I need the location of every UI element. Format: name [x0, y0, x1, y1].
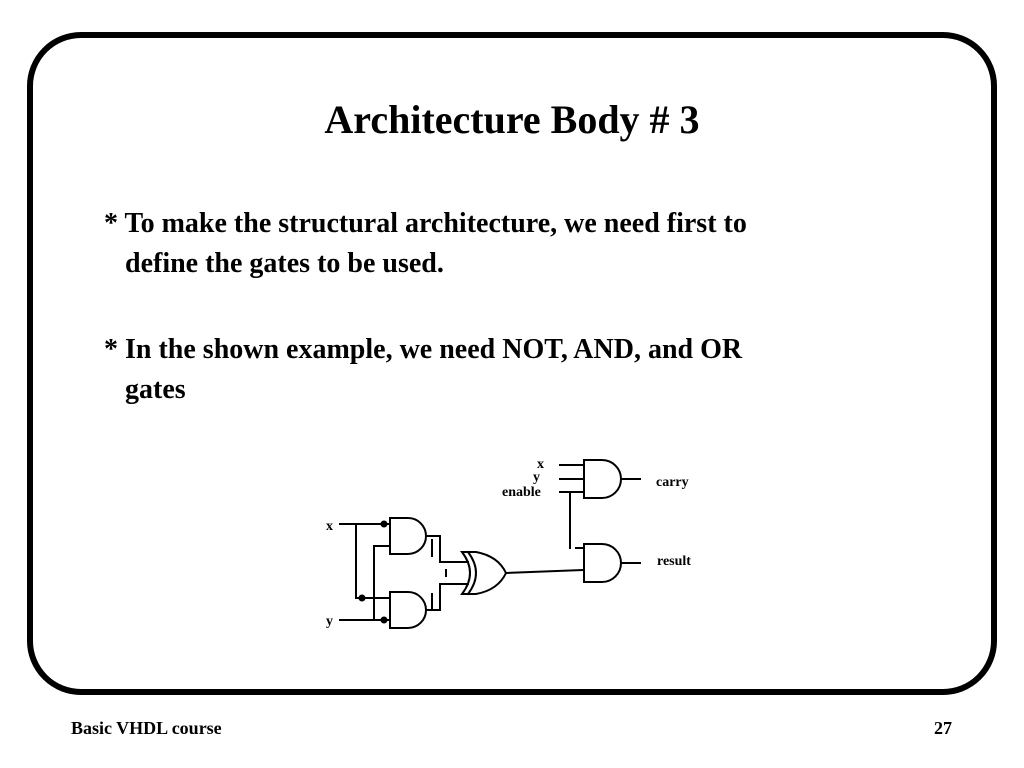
footer-course: Basic VHDL course — [71, 718, 222, 738]
logic-circuit-diagram: x y enable carry result x y — [326, 457, 691, 629]
bullet-gates-definition: * To make the structural architecture, w… — [104, 208, 747, 279]
or-gate — [459, 551, 508, 595]
label-result: result — [657, 554, 691, 569]
label-x-left: x — [326, 519, 333, 534]
label-carry: carry — [656, 475, 689, 490]
slide-title: Architecture Body # 3 — [324, 97, 700, 142]
bullet-gates-needed: * In the shown example, we need NOT, AND… — [104, 334, 743, 405]
label-enable: enable — [502, 485, 541, 500]
and-gate-result — [583, 543, 622, 583]
and-gate-1 — [389, 517, 427, 555]
label-x-top: x — [537, 457, 544, 472]
slide-frame — [27, 32, 997, 695]
label-y-left: y — [326, 614, 333, 629]
and-gate-2 — [389, 591, 427, 629]
and-gate-carry — [583, 459, 622, 499]
footer-page-number: 27 — [934, 718, 952, 738]
label-y-top: y — [533, 470, 540, 485]
